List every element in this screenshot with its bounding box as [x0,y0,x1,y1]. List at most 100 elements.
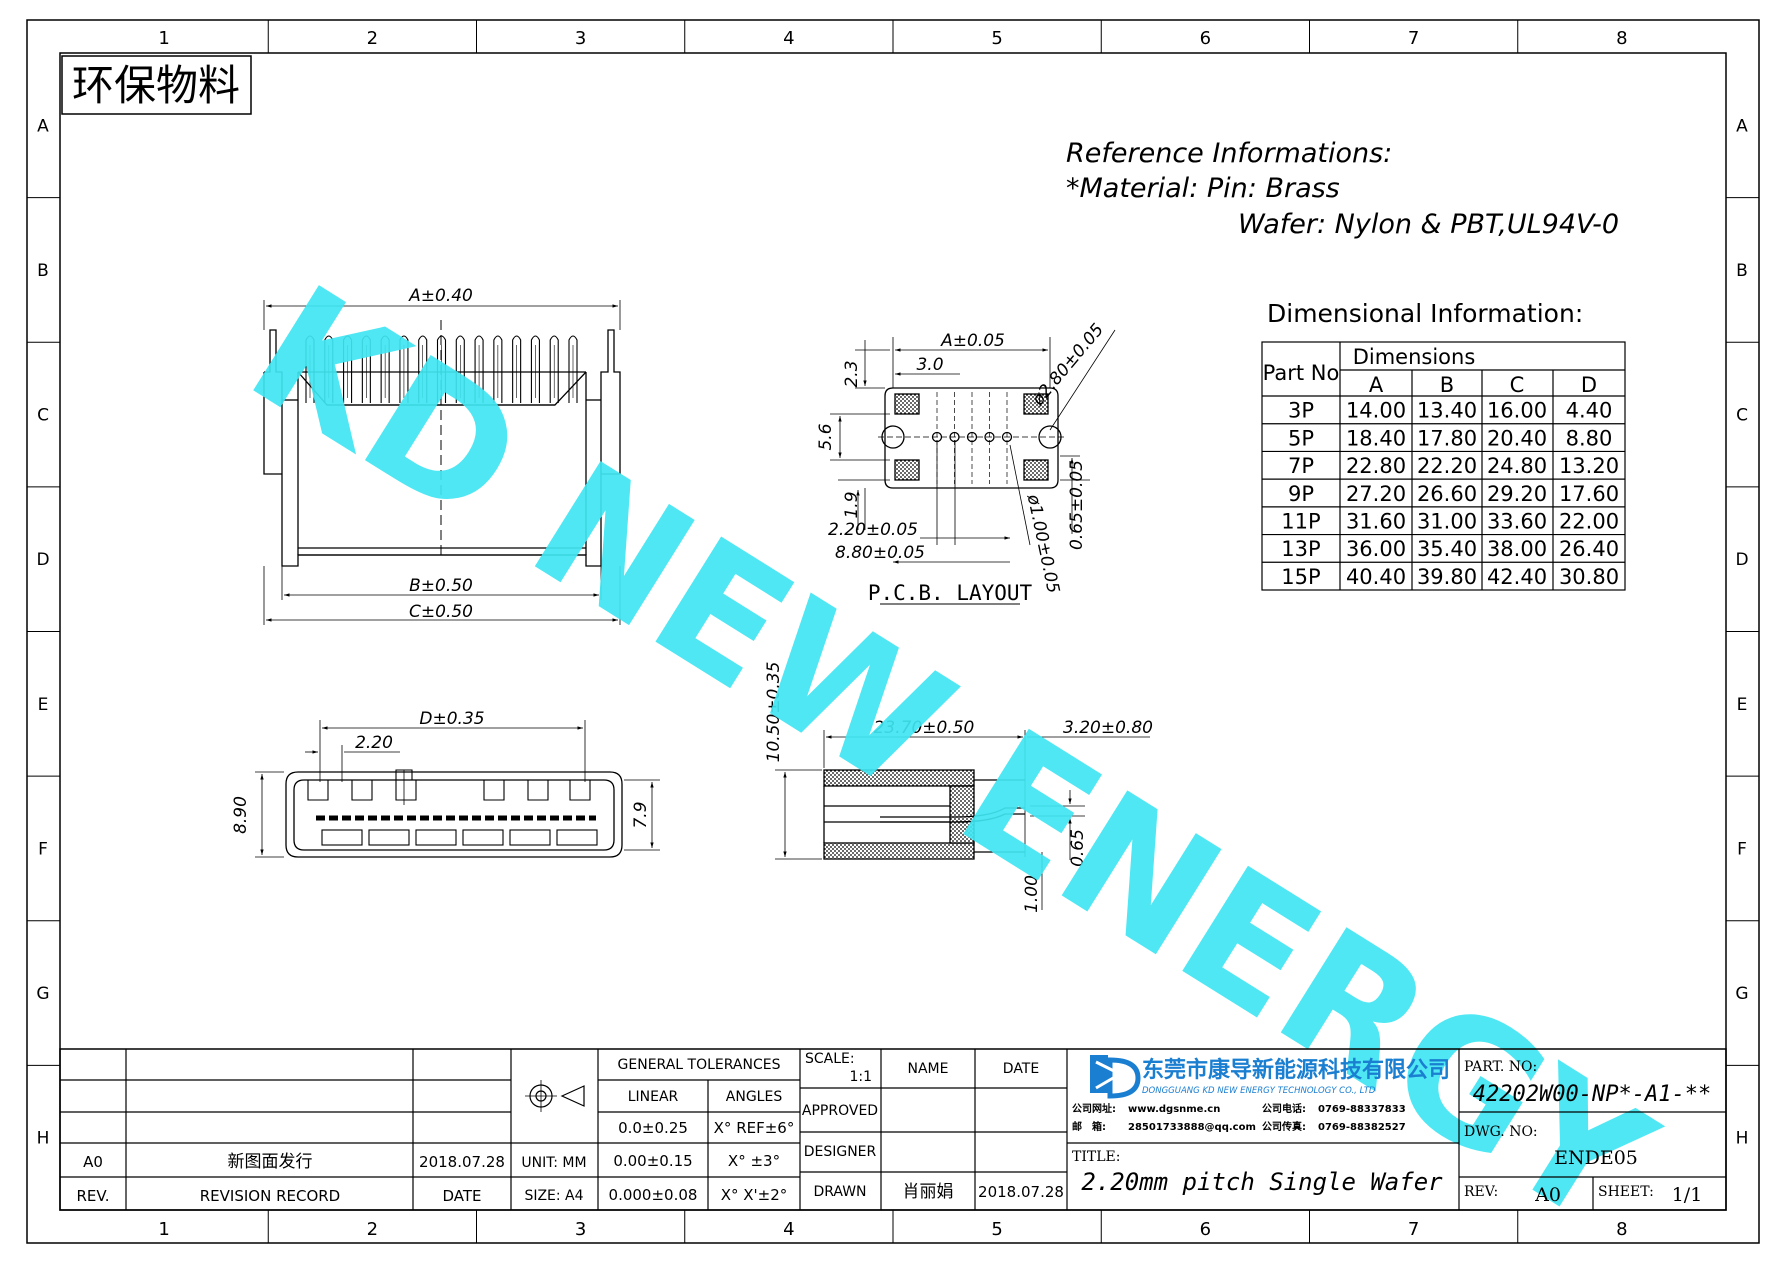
row-label-left: C [37,406,49,426]
dimension-cell: 22.80 [1346,454,1406,478]
designer-label: DESIGNER [804,1144,877,1160]
part-no-cell: 13P [1281,537,1320,561]
column-label-bottom: 6 [1200,1219,1211,1240]
dimension-table: Dimensional Information: Part No Dimensi… [1261,299,1626,591]
dimension-cell: 42.40 [1487,565,1547,589]
date-col-header-left: DATE [442,1187,481,1205]
tolerance-linear: 0.000±0.08 [609,1186,698,1204]
rev-entry-record: 新图面发行 [228,1152,313,1172]
dimension-cell: 26.40 [1559,537,1619,561]
bottom-dim-d: D±0.35 [419,709,484,729]
column-label-top: 6 [1200,28,1211,49]
dimension-column-header: A [1369,373,1384,397]
projection-symbol-icon [525,1080,585,1112]
dimension-cell: 20.40 [1487,426,1547,450]
company-mail: 28501733888@qq.com [1128,1122,1256,1133]
dimension-cell: 18.40 [1346,426,1406,450]
scale-value: 1:1 [849,1069,872,1085]
drawn-name: 肖丽娟 [903,1182,954,1202]
dimension-cell: 17.60 [1559,482,1619,506]
part-no-label: PART. NO: [1464,1059,1537,1075]
dimension-cell: 39.80 [1417,565,1477,589]
front-view-pin [568,335,578,403]
column-label-bottom: 4 [783,1219,794,1240]
size-label: SIZE: A4 [524,1188,583,1204]
dimension-cell: 30.80 [1559,565,1619,589]
front-view-pin [493,335,503,403]
row-label-right: F [1737,839,1747,859]
pcb-dim-065: 0.65±0.05 [1067,460,1087,550]
dimension-table-title: Dimensional Information: [1267,299,1583,328]
sheet-label: SHEET: [1598,1184,1654,1200]
bottom-view-pad [368,829,410,846]
drawn-date: 2018.07.28 [978,1183,1064,1201]
column-label-bottom: 5 [991,1219,1002,1240]
row-label-right: H [1736,1129,1749,1149]
dimension-cell: 36.00 [1346,537,1406,561]
bottom-view-pad [556,829,598,846]
dimension-cell: 14.00 [1346,399,1406,423]
company-logo-icon [1090,1055,1141,1099]
row-label-right: C [1736,406,1748,426]
pcb-dim-a: A±0.05 [940,331,1005,351]
side-dim-065: 0.65 [1068,829,1088,867]
title-block [59,1048,1727,1211]
reference-line-1: Reference Informations: [1066,138,1392,169]
column-label-top: 5 [991,28,1002,49]
dimension-cell: 40.40 [1346,565,1406,589]
bottom-view [255,720,660,858]
front-view-pin [455,335,465,403]
bottom-view-notch [351,780,373,801]
column-label-bottom: 3 [575,1219,586,1240]
bottom-view-pad [321,829,363,846]
company-web: www.dgsnme.cn [1128,1104,1220,1115]
sheet-value: 1/1 [1672,1184,1703,1206]
row-label-left: G [36,984,49,1004]
pcb-dim-hole: ø2.80±0.05 [1028,320,1108,411]
company-fax-label: 公司传真: [1262,1120,1306,1133]
dimension-cell: 24.80 [1487,454,1547,478]
front-view-pin [399,335,409,403]
pcb-layout-title: P.C.B. LAYOUT [868,581,1033,605]
dimension-column-header: C [1510,373,1525,397]
bottom-view-pad [415,829,457,846]
front-view [263,300,621,625]
row-label-left: D [36,550,49,570]
linear-header: LINEAR [628,1089,679,1105]
front-view-pin [418,335,428,403]
company-web-label: 公司网址: [1072,1102,1116,1115]
title-label: TITLE: [1072,1149,1120,1165]
row-label-left: E [38,695,49,715]
company-mail-label: 邮 箱: [1072,1120,1106,1133]
name-col-header: NAME [908,1061,949,1077]
column-label-bottom: 8 [1616,1219,1627,1240]
bottom-view-notch [569,780,591,801]
front-dim-c: C±0.50 [409,602,473,622]
column-label-top: 7 [1408,28,1419,49]
pcb-dim-pin: ø1.00±0.05 [1022,492,1063,595]
tolerance-angle: X° REF±6° [714,1119,795,1137]
dimension-column-header: B [1440,373,1454,397]
column-label-bottom: 7 [1408,1219,1419,1240]
part-no-cell: 11P [1281,509,1320,533]
tolerance-angle: X° X'±2° [721,1186,788,1204]
dimension-cell: 8.80 [1566,426,1613,450]
row-label-right: D [1735,550,1748,570]
part-no-cell: 5P [1288,426,1314,450]
dimension-cell: 16.00 [1487,399,1547,423]
dimension-cell: 31.60 [1346,509,1406,533]
dimension-cell: 35.40 [1417,537,1477,561]
row-label-right: A [1736,116,1748,136]
row-label-right: B [1736,261,1748,281]
pcb-dim-56: 5.6 [816,423,836,450]
front-view-pin [361,335,371,403]
reference-line-2: *Material: Pin: Brass [1066,173,1340,204]
dimension-column-header: D [1581,373,1597,397]
company-name-cn: 东莞市康导新能源科技有限公司 [1142,1057,1450,1083]
company-fax: 0769-88382527 [1318,1122,1406,1133]
front-dim-b: B±0.50 [409,576,473,596]
dimension-cell: 38.00 [1487,537,1547,561]
front-dim-a: A±0.40 [408,286,473,306]
